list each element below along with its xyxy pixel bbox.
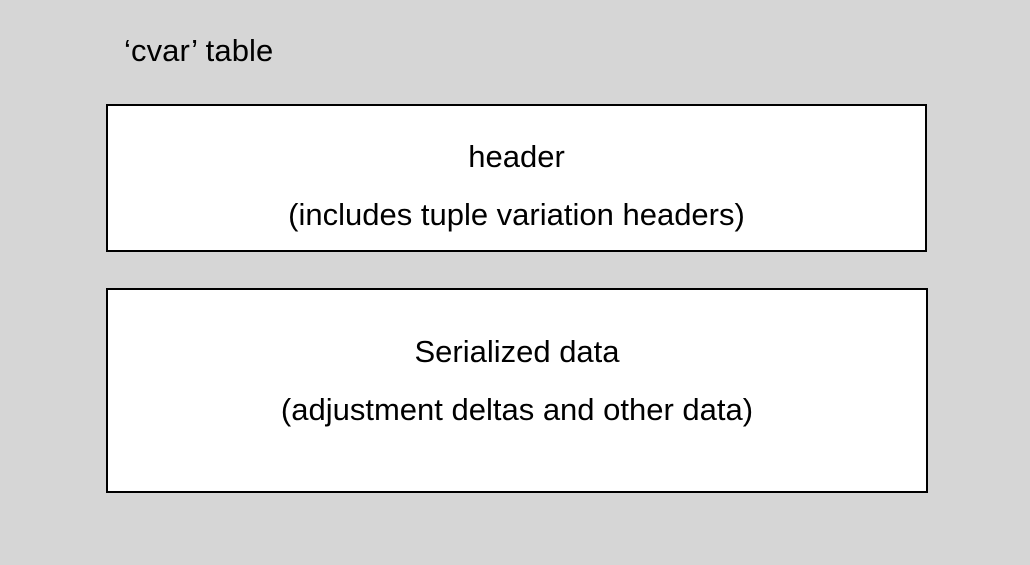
- diagram-block-header-line-2: (includes tuple variation headers): [288, 197, 745, 232]
- page-title: ‘cvar’ table: [124, 33, 274, 68]
- diagram-block-serialized-data: Serialized data (adjustment deltas and o…: [106, 288, 928, 493]
- diagram-block-header-line-1: header: [468, 139, 565, 174]
- diagram-block-header: header (includes tuple variation headers…: [106, 104, 927, 252]
- diagram-block-serialized-data-line-2: (adjustment deltas and other data): [280, 392, 754, 427]
- diagram-block-serialized-data-line-1: Serialized data: [414, 334, 620, 369]
